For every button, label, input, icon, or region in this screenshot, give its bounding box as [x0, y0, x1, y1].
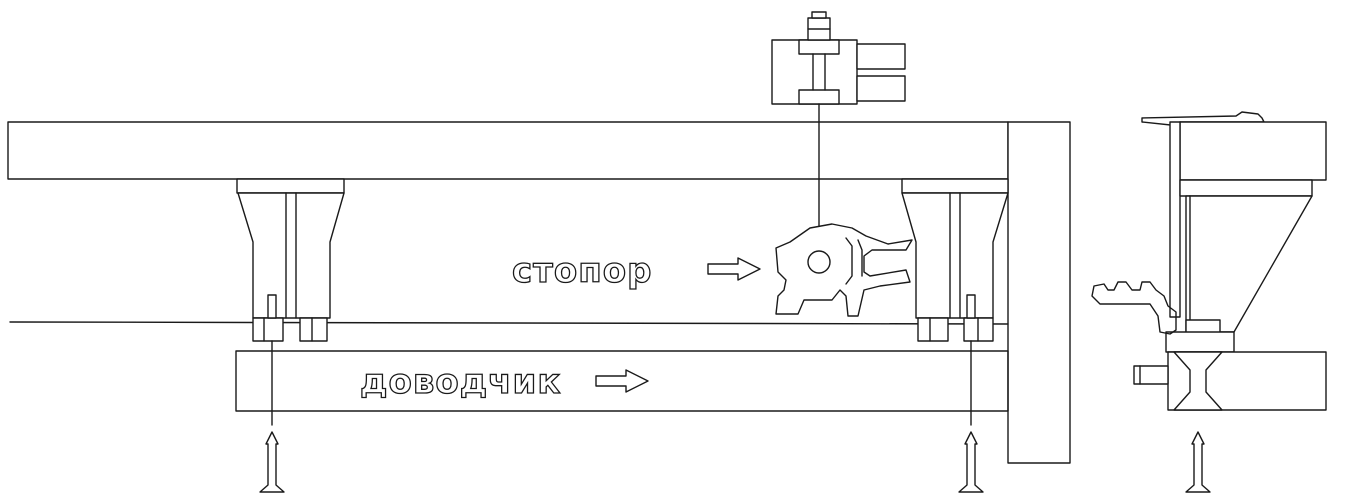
frame-post: [1007, 121, 1071, 464]
closer-bar: [235, 350, 1009, 412]
top-rail: [7, 121, 1009, 180]
arrow-right-icon: [595, 369, 649, 393]
closer-label: доводчик: [360, 362, 561, 402]
clamp-bolt-icon: [771, 11, 906, 256]
screw-icon: [259, 431, 285, 493]
screw-icon: [1185, 431, 1211, 493]
front-view: стопор доводчик: [7, 11, 1071, 493]
stopper-part: [775, 223, 913, 317]
right-carriage: [901, 178, 1009, 426]
door-top-edge-line: [9, 321, 1009, 325]
left-carriage: [236, 178, 345, 426]
stopper-label: стопор: [512, 251, 652, 291]
side-view: [1091, 111, 1327, 493]
screw-icon: [958, 431, 984, 493]
arrow-right-icon: [707, 257, 761, 281]
